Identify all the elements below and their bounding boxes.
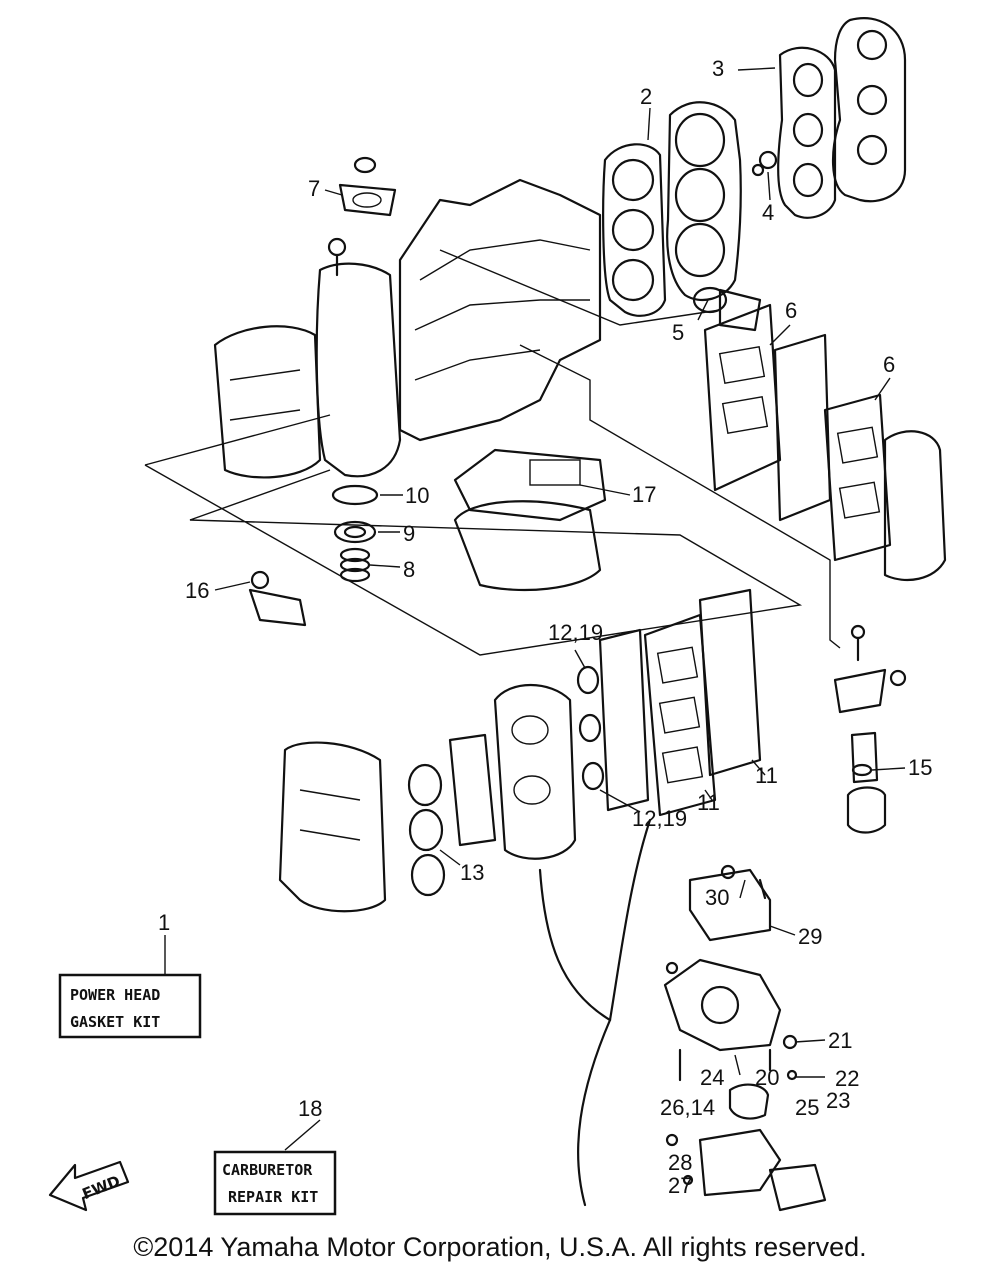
silencer-cover	[278, 741, 387, 913]
copyright-notice: ©2014 Yamaha Motor Corporation, U.S.A. A…	[133, 1232, 867, 1262]
callout-6b: 6	[883, 352, 895, 377]
callout-16: 16	[185, 578, 209, 603]
carb-cover-29	[688, 864, 772, 942]
reed-plate	[598, 628, 650, 812]
leader-lines	[164, 67, 906, 1151]
power-head-kit-line1: POWER HEAD	[70, 986, 160, 1004]
callout-13: 13	[460, 860, 484, 885]
carburetor-kit-line2: REPAIR KIT	[228, 1188, 318, 1206]
callout-28: 28	[668, 1150, 692, 1175]
callout-11b: 11	[697, 790, 720, 815]
float-chamber	[665, 1083, 827, 1212]
part-16	[248, 570, 307, 627]
reed-valve-gasket-11b	[698, 588, 762, 777]
callout-12-19-bottom: 12,19	[632, 806, 687, 831]
cylinder-block	[398, 178, 602, 442]
assembly-frame-lines	[144, 249, 841, 656]
cylinder-head-cover	[832, 17, 907, 203]
exhaust-gasket-6b	[823, 393, 892, 562]
callout-26-14: 26,14	[660, 1095, 715, 1120]
fuel-hose	[538, 818, 652, 1207]
callout-labels: 3 2 4 7 5 6 6 10 17 9 8 16 12,19 15 11 1…	[158, 56, 932, 1198]
carburetor-repair-kit-label: CARBURETOR REPAIR KIT	[213, 1150, 337, 1216]
intake-manifold	[493, 683, 577, 860]
callout-15: 15	[908, 755, 932, 780]
crankcase	[315, 237, 402, 478]
exhaust-outer-cover	[883, 430, 947, 582]
callout-9: 9	[403, 521, 415, 546]
power-head-kit-line2: GASKET KIT	[70, 1013, 160, 1031]
reed-valve-gasket-11a	[643, 613, 717, 817]
callout-21: 21	[828, 1028, 852, 1053]
power-head-gasket-kit-label: POWER HEAD GASKET KIT	[58, 973, 202, 1039]
thermostat-4	[751, 150, 778, 177]
callout-8: 8	[403, 557, 415, 582]
forward-direction-arrow: FWD	[48, 1160, 130, 1212]
head-cover-gasket-3	[777, 46, 837, 219]
callout-17: 17	[632, 482, 656, 507]
forward-label: FWD	[80, 1172, 123, 1203]
water-pump-assembly	[833, 624, 907, 834]
callout-20: 20	[755, 1065, 779, 1090]
callout-18: 18	[298, 1096, 322, 1121]
callout-29: 29	[798, 924, 822, 949]
intake-gasket-plate	[448, 733, 497, 847]
gasket-7	[338, 156, 397, 217]
callout-24: 24	[700, 1065, 724, 1090]
cylinder-head	[666, 101, 742, 302]
bearing-8	[339, 547, 371, 583]
callout-7: 7	[308, 176, 320, 201]
callout-10: 10	[405, 483, 429, 508]
cylinder-head-gasket-2	[602, 143, 667, 317]
exploded-parts-diagram: 3 2 4 7 5 6 6 10 17 9 8 16 12,19 15 11 1…	[48, 17, 947, 1216]
callout-30: 30	[705, 885, 729, 910]
gasket-5-and-cover	[692, 286, 762, 332]
callout-22: 22	[835, 1066, 859, 1091]
callout-11a: 11	[755, 763, 778, 788]
callout-27: 27	[668, 1173, 692, 1198]
callout-5: 5	[672, 320, 684, 345]
gasket-12-19-group	[576, 665, 605, 791]
exhaust-inner-plate	[773, 333, 832, 522]
gaskets-13	[407, 763, 446, 897]
callout-23: 23	[826, 1088, 850, 1113]
callout-1: 1	[158, 910, 170, 935]
callout-2: 2	[640, 84, 652, 109]
crankcase-cover	[213, 325, 322, 479]
callout-25: 25	[795, 1095, 819, 1120]
lower-casing	[453, 500, 602, 592]
callout-3: 3	[712, 56, 724, 81]
callout-4: 4	[762, 200, 774, 225]
callout-12-19-top: 12,19	[548, 620, 603, 645]
carburetor-kit-line1: CARBURETOR	[222, 1161, 313, 1179]
callout-6a: 6	[785, 298, 797, 323]
oil-seal-9	[333, 520, 377, 544]
exhaust-gasket-6a	[703, 303, 782, 492]
o-ring-10	[331, 484, 379, 506]
carb-body	[663, 958, 782, 1052]
